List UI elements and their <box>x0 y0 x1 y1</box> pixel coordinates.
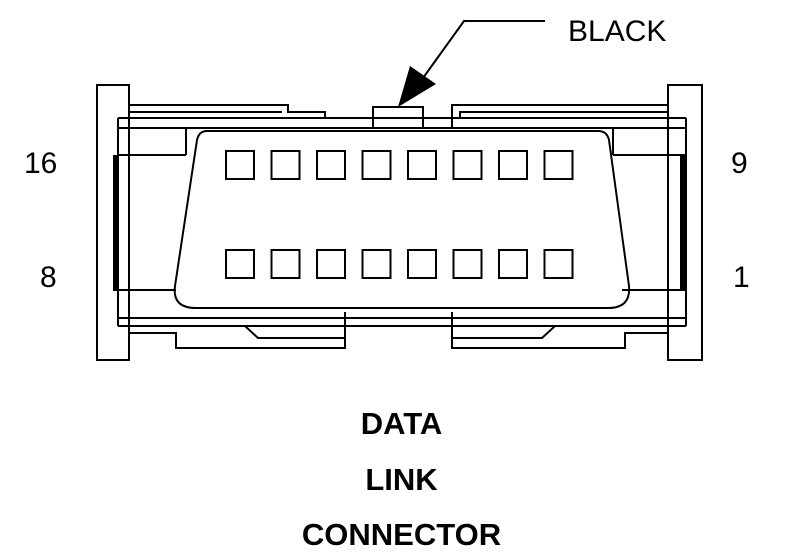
top-right-latch <box>451 104 668 128</box>
pin-socket-3 <box>452 249 483 279</box>
pin-socket-9 <box>543 150 574 180</box>
pin-label-9: 9 <box>731 147 748 180</box>
bottom-right-latch-notch <box>452 325 625 339</box>
pin-label-16: 16 <box>24 147 57 180</box>
pin-socket-15 <box>270 150 301 180</box>
pin-socket-14 <box>316 150 346 180</box>
connector-housing <box>117 117 687 327</box>
bottom-left-latch-notch <box>176 325 345 339</box>
pin-socket-11 <box>452 150 483 180</box>
callout-color-label: BLACK <box>568 15 666 48</box>
pin-row-top <box>225 150 574 180</box>
title-line-1: DATA <box>360 406 443 441</box>
bottom-left-latch <box>129 312 346 349</box>
top-right-latch-inner <box>459 111 668 118</box>
pin-socket-10 <box>498 150 528 180</box>
callout-arrowhead <box>398 66 436 107</box>
pin-socket-1 <box>543 249 574 279</box>
right-end-bracket <box>667 84 703 361</box>
pin-socket-4 <box>407 249 437 279</box>
pin-label-1: 1 <box>733 261 750 294</box>
pin-row-bottom <box>225 249 574 279</box>
right-side-bar <box>680 155 686 291</box>
pin-socket-5 <box>361 249 392 279</box>
bottom-right-latch <box>451 312 668 349</box>
connector-face <box>173 130 631 309</box>
pin-socket-8 <box>225 249 255 279</box>
pin-socket-7 <box>270 249 301 279</box>
title-line-3: CONNECTOR <box>301 517 502 552</box>
callout-leader-line <box>417 20 545 86</box>
pin-socket-6 <box>316 249 346 279</box>
left-end-bracket <box>96 84 130 361</box>
pin-socket-2 <box>498 249 528 279</box>
pin-socket-13 <box>361 150 392 180</box>
pin-socket-12 <box>407 150 437 180</box>
title-line-2: LINK <box>365 462 438 497</box>
top-left-latch <box>129 104 326 118</box>
pin-label-8: 8 <box>40 261 57 294</box>
left-side-bar <box>113 155 119 291</box>
pin-socket-16 <box>225 150 255 180</box>
